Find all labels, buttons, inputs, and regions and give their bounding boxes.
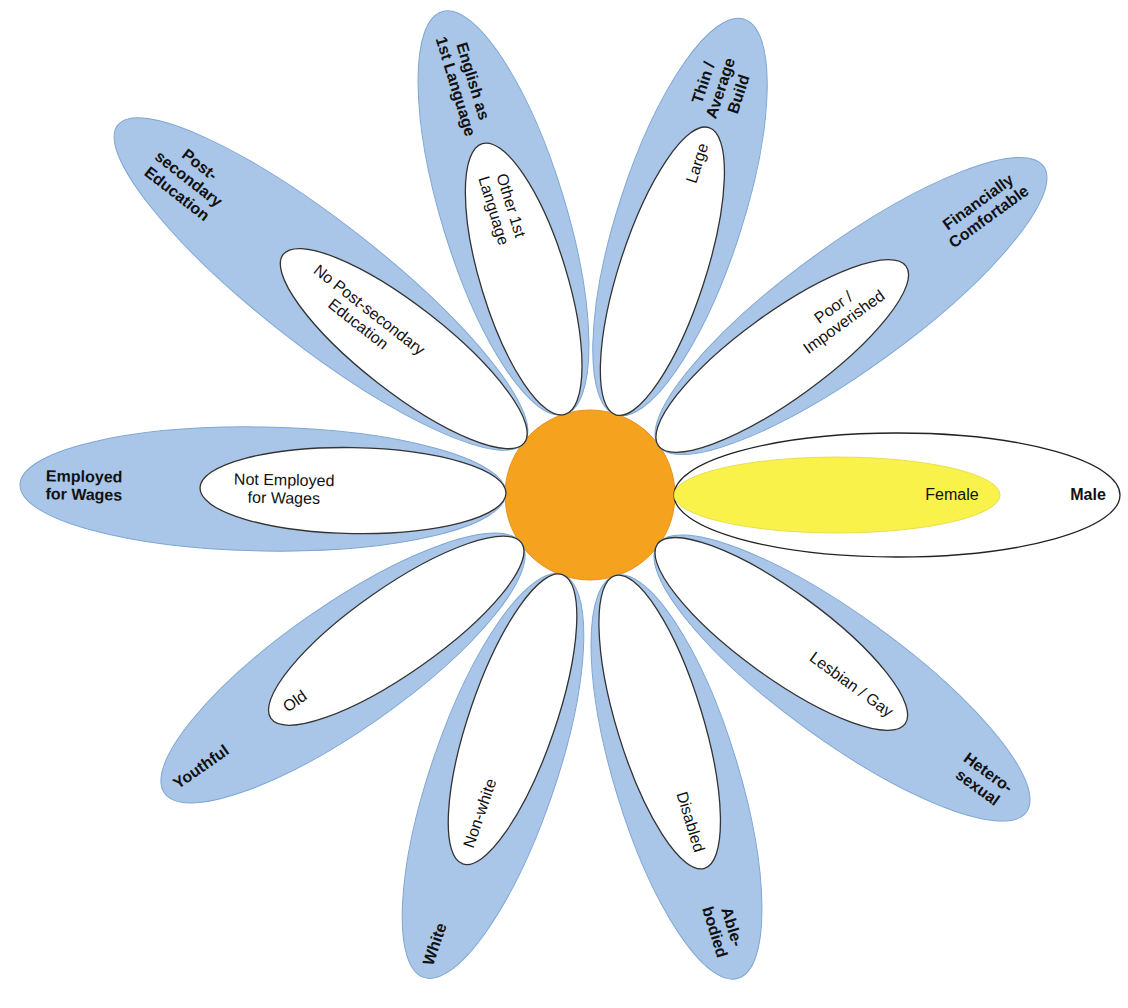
petal-label: Employed for Wages [42, 467, 127, 505]
petal-label-group: Male [1070, 486, 1107, 504]
petal-outline [19, 423, 507, 555]
petal-label-group: Employed for Wages [42, 467, 127, 505]
petal-outline [674, 433, 1120, 557]
petal-outline [573, 563, 745, 881]
petal-label: Not Employed for Wages [232, 470, 337, 509]
petal-label-group: Not Employed for Wages [232, 470, 337, 509]
petal-outline [79, 77, 562, 492]
petal-shape [199, 445, 506, 536]
inner-petal: Not Employed for Wages [199, 445, 506, 536]
petal-label-group: Female [925, 486, 980, 504]
flower-center [505, 410, 675, 580]
inner-petal: Female [674, 457, 1000, 533]
outer-petal: Employed for Wages Not Employed for Wages [19, 423, 507, 555]
petal-outline [555, 557, 797, 996]
petal-outline [199, 445, 506, 536]
outer-petal: Male Female [674, 433, 1120, 557]
petal-label: Female [925, 486, 980, 504]
petal-label: Male [1070, 486, 1107, 504]
petal-outline [674, 457, 1000, 533]
petal-outline [256, 221, 550, 477]
